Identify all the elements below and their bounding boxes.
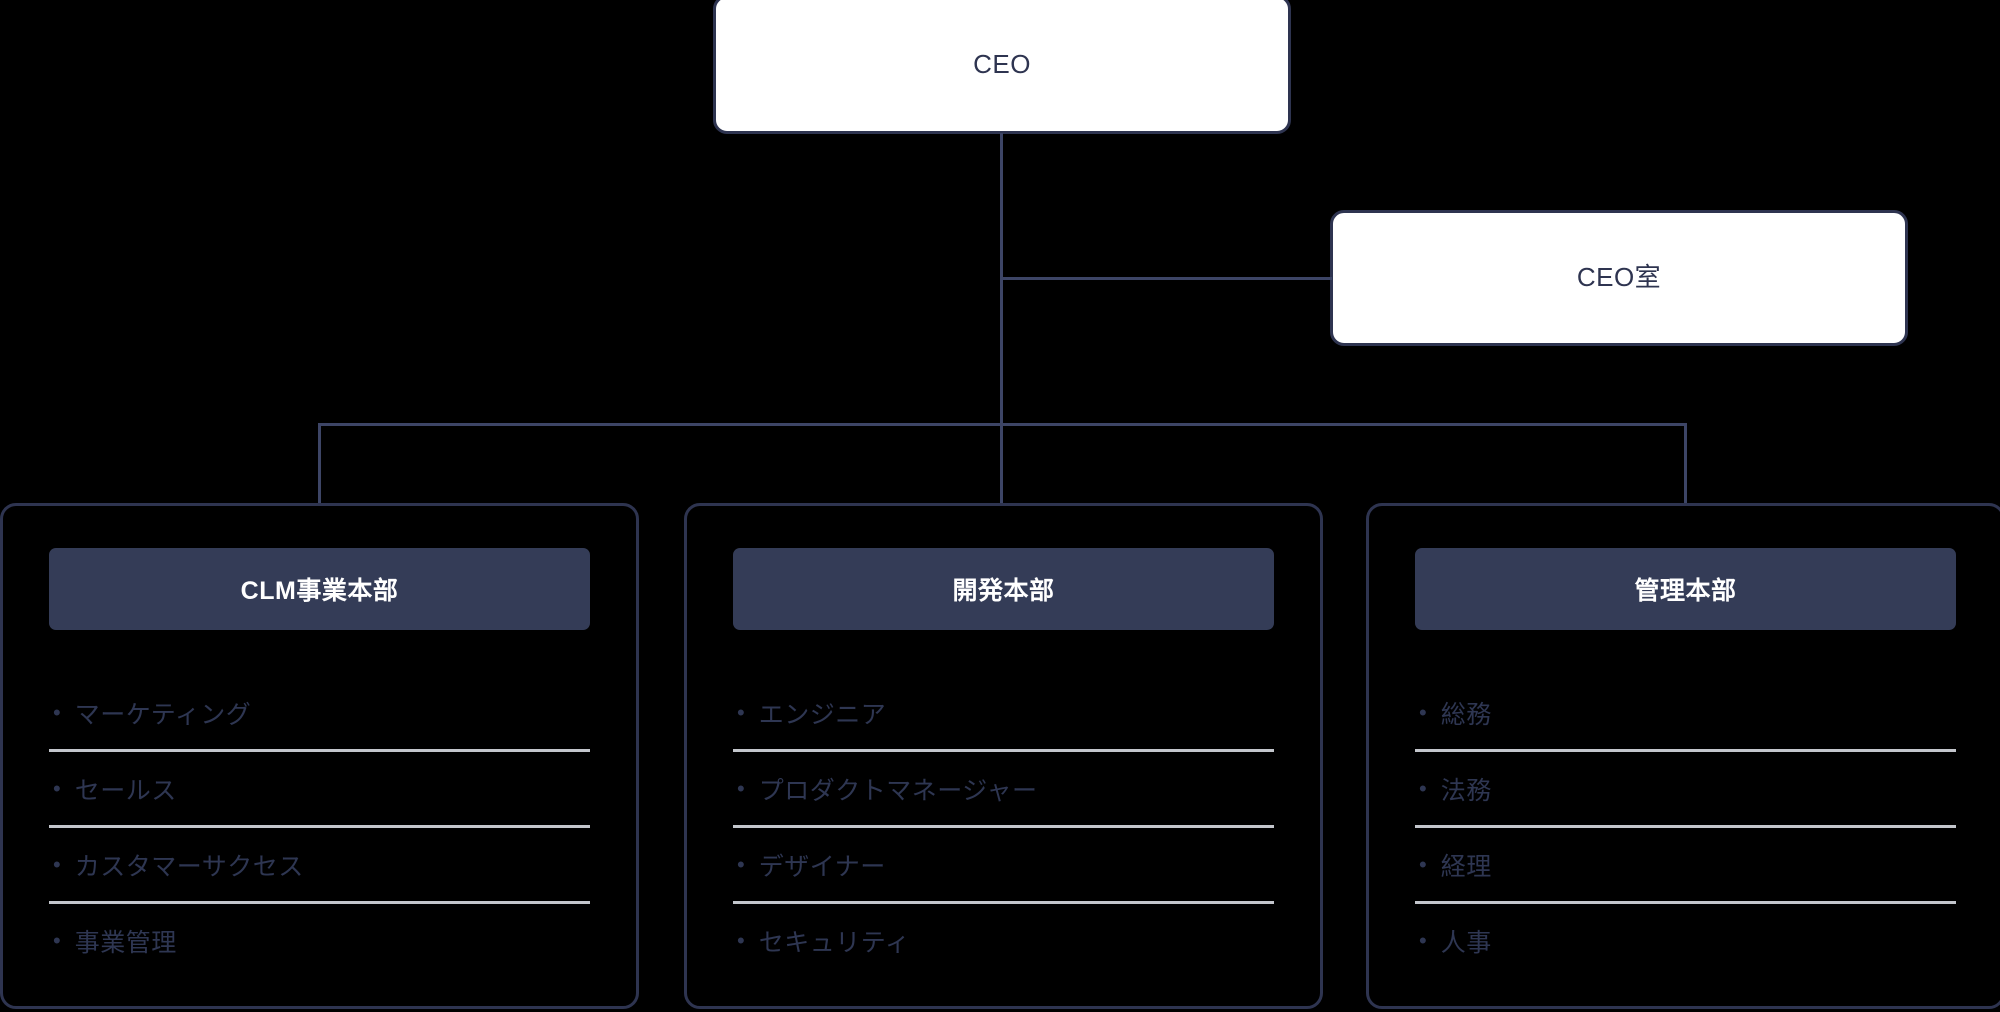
list-item[interactable]: • カスタマーサクセス	[49, 828, 590, 904]
dept-item-label: 人事	[1440, 928, 1492, 957]
dept-card-1[interactable]: CLM事業本部 • マーケティング • セールス • カスタマーサクセス • 事…	[0, 503, 639, 1009]
bullet-icon: •	[737, 775, 745, 801]
dept-title-2: 開発本部	[952, 577, 1055, 605]
list-item[interactable]: • セキュリティ	[733, 904, 1274, 977]
dept-item-label: プロダクトマネージャー	[758, 776, 1038, 805]
dept-item-label: セキュリティ	[758, 928, 911, 957]
dept-card-3[interactable]: 管理本部 • 総務 • 法務 • 経理 • 人事	[1366, 503, 2000, 1009]
dept-item-label: 法務	[1440, 776, 1492, 805]
dept-item-label: エンジニア	[758, 700, 887, 729]
dept-list-2: • エンジニア • プロダクトマネージャー • デザイナー • セキュリティ	[733, 676, 1274, 977]
dept-title-1: CLM事業本部	[240, 577, 399, 605]
dept-item-label: 経理	[1440, 852, 1492, 881]
bullet-icon: •	[737, 927, 745, 953]
connector-ceo-office-branch	[1000, 277, 1332, 280]
connector-ceo-stem	[1000, 133, 1003, 503]
list-item[interactable]: • エンジニア	[733, 676, 1274, 752]
list-item[interactable]: • セールス	[49, 752, 590, 828]
list-item[interactable]: • 経理	[1415, 828, 1956, 904]
bullet-icon: •	[737, 699, 745, 725]
bullet-icon: •	[1419, 699, 1427, 725]
dept-item-label: カスタマーサクセス	[74, 852, 304, 881]
dept-header-2: 開発本部	[733, 548, 1274, 630]
bullet-icon: •	[1419, 927, 1427, 953]
bullet-icon: •	[53, 775, 61, 801]
bullet-icon: •	[53, 927, 61, 953]
list-item[interactable]: • 総務	[1415, 676, 1956, 752]
list-item[interactable]: • プロダクトマネージャー	[733, 752, 1274, 828]
bullet-icon: •	[53, 851, 61, 877]
dept-list-3: • 総務 • 法務 • 経理 • 人事	[1415, 676, 1956, 977]
bullet-icon: •	[53, 699, 61, 725]
list-item[interactable]: • 人事	[1415, 904, 1956, 977]
dept-item-label: 事業管理	[74, 928, 177, 957]
connector-trunk	[318, 423, 1687, 426]
dept-item-label: デザイナー	[758, 852, 886, 881]
dept-card-2[interactable]: 開発本部 • エンジニア • プロダクトマネージャー • デザイナー • セキュ…	[684, 503, 1323, 1009]
dept-list-1: • マーケティング • セールス • カスタマーサクセス • 事業管理	[49, 676, 590, 977]
node-ceo-label: CEO	[973, 48, 1031, 79]
node-ceo[interactable]: CEO	[713, 0, 1291, 134]
dept-item-label: マーケティング	[74, 700, 252, 729]
list-item[interactable]: • マーケティング	[49, 676, 590, 752]
connector-drop-dept-3	[1684, 423, 1687, 505]
dept-title-3: 管理本部	[1634, 577, 1737, 605]
list-item[interactable]: • 法務	[1415, 752, 1956, 828]
dept-item-label: 総務	[1440, 700, 1492, 729]
connector-drop-dept-1	[318, 423, 321, 505]
list-item[interactable]: • 事業管理	[49, 904, 590, 977]
dept-header-3: 管理本部	[1415, 548, 1956, 630]
bullet-icon: •	[1419, 851, 1427, 877]
bullet-icon: •	[737, 851, 745, 877]
bullet-icon: •	[1419, 775, 1427, 801]
node-ceo-office[interactable]: CEO室	[1330, 210, 1908, 346]
dept-header-1: CLM事業本部	[49, 548, 590, 630]
dept-item-label: セールス	[74, 776, 177, 805]
node-ceo-office-label: CEO室	[1576, 262, 1662, 293]
list-item[interactable]: • デザイナー	[733, 828, 1274, 904]
